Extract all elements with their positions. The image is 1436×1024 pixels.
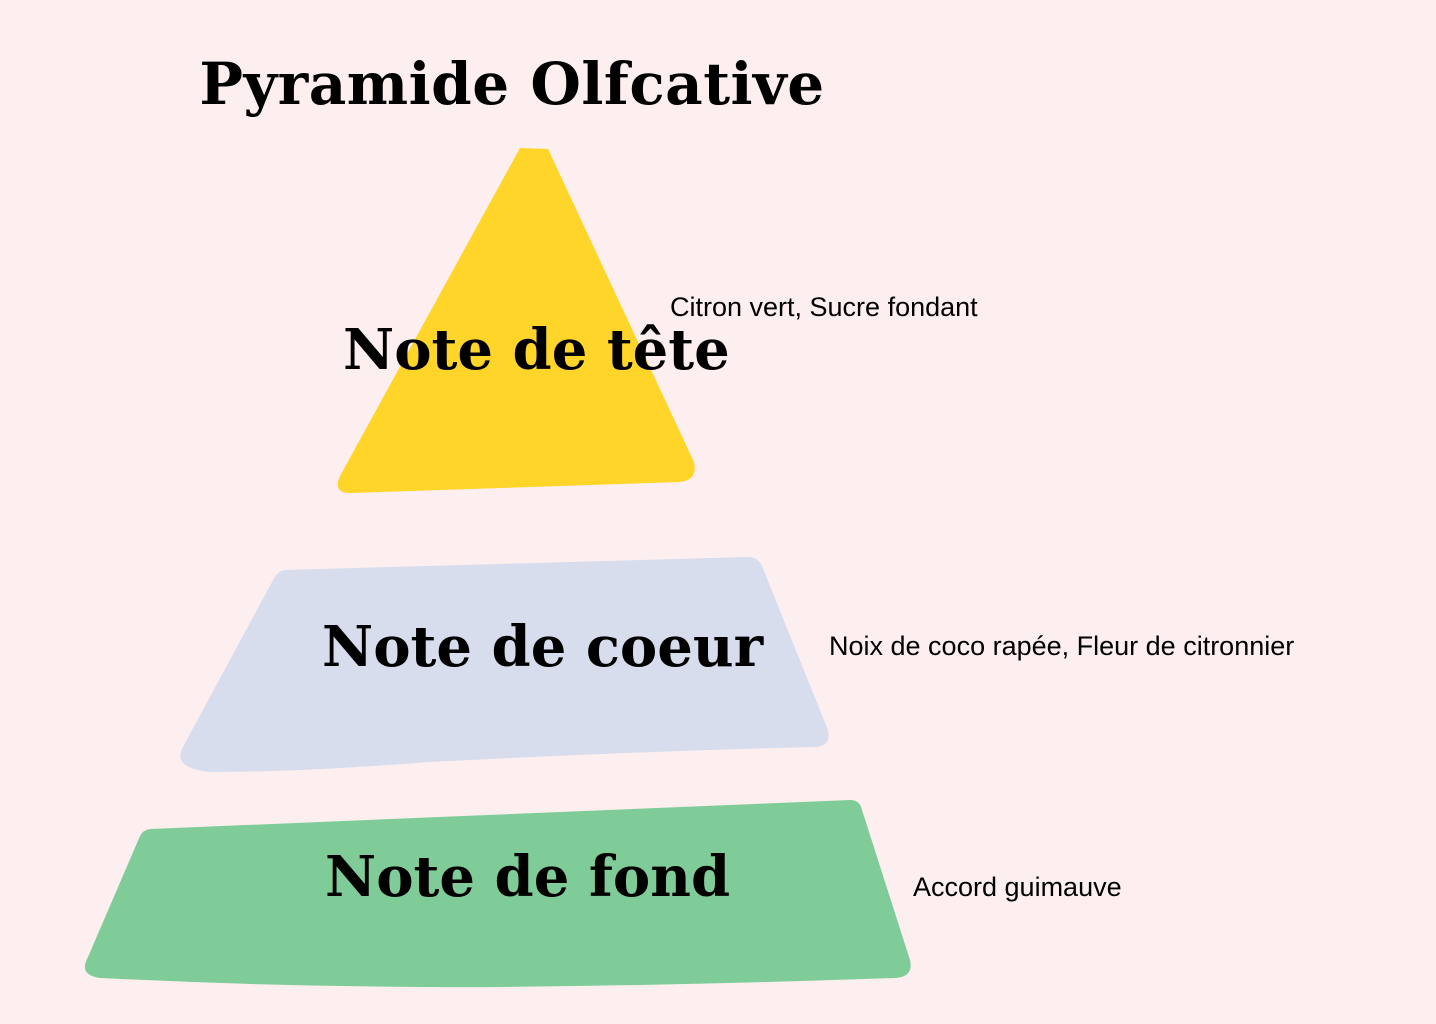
- top-note-label: Note de tête: [343, 317, 730, 383]
- diagram-title: Pyramide Olfcative: [199, 50, 825, 118]
- base-note-shape: [84, 800, 911, 988]
- heart-note-label: Note de coeur: [322, 614, 764, 680]
- base-note-label: Note de fond: [325, 844, 731, 910]
- heart-note-ingredients: Noix de coco rapée, Fleur de citronnier: [829, 631, 1295, 661]
- top-note-ingredients: Citron vert, Sucre fondant: [670, 292, 978, 322]
- heart-note-shape: [180, 557, 829, 772]
- top-note-shape: [337, 148, 695, 494]
- base-note-ingredients: Accord guimauve: [913, 872, 1122, 902]
